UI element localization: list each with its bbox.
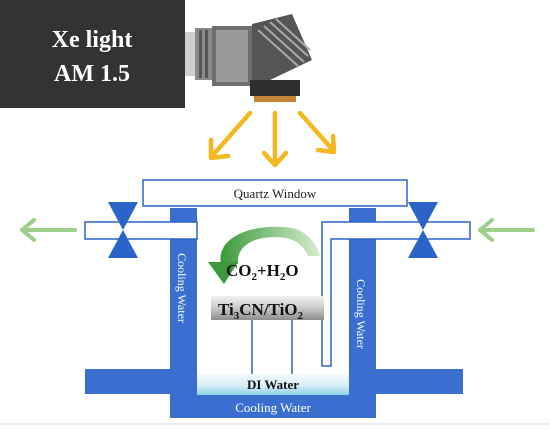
catalyst-film: [211, 296, 324, 320]
lamp-head: [185, 14, 312, 102]
valve-right[interactable]: [408, 202, 438, 258]
lamp-housing: [0, 0, 185, 108]
gas-in-arrow: [478, 218, 535, 242]
catalyst-ti: Ti: [218, 300, 234, 319]
catalyst-sub-2: 2: [298, 310, 304, 322]
inlet-dip-tube: [321, 221, 350, 367]
gas-out-arrow: [20, 218, 77, 242]
lamp-label-line1: Xe light: [52, 27, 133, 53]
light-arrow-right: [297, 110, 337, 155]
light-arrow-left: [208, 110, 253, 161]
base-flange-left: [85, 369, 171, 394]
right-jacket-label: Cooling Water: [354, 279, 368, 349]
reactants-sub-2b: 2: [280, 271, 286, 283]
reactants-o: O: [285, 261, 298, 280]
reactants-plus-h: +H: [257, 261, 280, 280]
light-arrows: [208, 110, 337, 168]
di-water-label: DI Water: [247, 377, 299, 392]
left-jacket-label: Cooling Water: [175, 253, 189, 323]
catalyst-sub-3: 3: [234, 310, 240, 322]
reactants-label: CO2+H2O: [226, 261, 299, 283]
light-arrow-center: [261, 110, 289, 168]
bottom-jacket-label: Cooling Water: [235, 400, 311, 415]
reactants-co: CO: [226, 261, 252, 280]
catalyst-mid: CN/TiO: [239, 300, 297, 319]
inlet-pipe: [348, 221, 471, 240]
quartz-window-label: Quartz Window: [234, 186, 317, 201]
catalyst-label: Ti3CN/TiO2: [218, 300, 304, 322]
di-water: [197, 374, 349, 395]
valve-left[interactable]: [108, 202, 138, 258]
reactants-sub-2a: 2: [252, 271, 258, 283]
quartz-window: [142, 179, 408, 207]
outlet-pipe: [84, 221, 198, 240]
reaction-arc-arrow: [208, 226, 320, 284]
lamp-label-line2: AM 1.5: [54, 61, 130, 87]
cooling-jacket: [170, 208, 376, 418]
base-flange-right: [375, 369, 463, 394]
lamp-aperture: [254, 96, 296, 102]
gas-flow-arrows: [20, 218, 535, 242]
